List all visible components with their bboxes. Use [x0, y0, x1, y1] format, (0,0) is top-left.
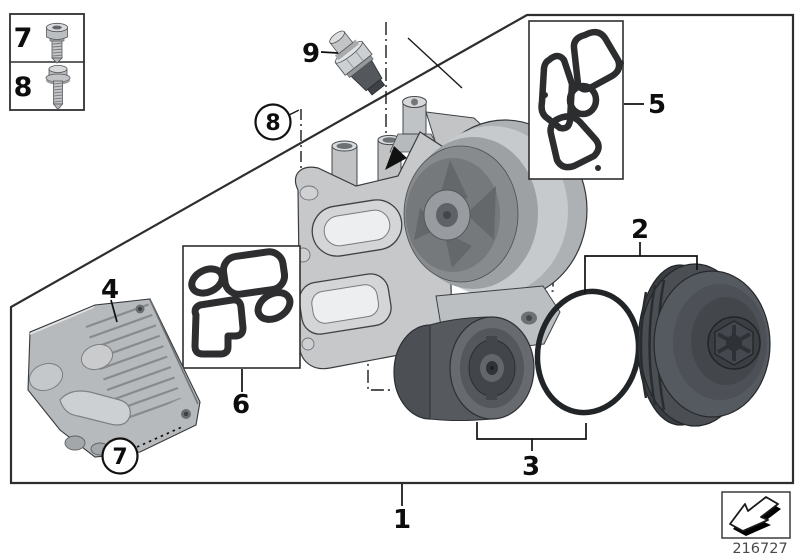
leader-line	[407, 37, 463, 89]
callout-bracket-3	[476, 422, 587, 451]
callout-lines	[110, 51, 698, 506]
callout-6[interactable]: 6	[232, 390, 250, 420]
oil-pressure-sensor	[329, 30, 386, 96]
callout-line-9	[320, 51, 339, 54]
gasket-set-box	[182, 245, 301, 369]
callout-line-4	[110, 299, 118, 323]
callout-circle-8[interactable]: 8	[254, 103, 292, 141]
callout-1[interactable]: 1	[393, 505, 411, 535]
callout-4[interactable]: 4	[101, 275, 119, 305]
cap-hex-socket	[707, 316, 761, 370]
cooler-channel	[59, 390, 131, 426]
assembly-axis-lines	[288, 22, 554, 391]
oil-filter-cap	[637, 263, 771, 427]
callout-dotted-line-7	[136, 426, 183, 448]
callout-5[interactable]: 5	[648, 90, 666, 120]
drawing-area-border	[9, 13, 795, 485]
hex-flange-bolt-icon	[45, 65, 71, 111]
profile-gasket	[538, 28, 623, 171]
mount-direction-arrow-icon	[385, 146, 407, 170]
footer: 216727	[721, 491, 791, 557]
callout-2[interactable]: 2	[631, 215, 649, 245]
callout-circle-7[interactable]: 7	[101, 437, 139, 475]
oil-filter-element	[393, 316, 535, 421]
engine-oil-cooler	[27, 298, 201, 458]
callout-3[interactable]: 3	[522, 452, 540, 482]
callout-bracket-2	[584, 242, 698, 293]
bolt8-leader-line	[288, 108, 302, 182]
callout-8[interactable]: 8	[265, 111, 280, 136]
drawing-number: 216727	[732, 541, 787, 557]
housing-port-upper	[311, 199, 403, 257]
gasket-set	[188, 248, 294, 358]
torx-screw-icon	[46, 22, 68, 64]
housing-port-lower	[298, 273, 392, 335]
profile-gasket-box	[528, 20, 624, 180]
callout-7[interactable]: 7	[112, 445, 127, 470]
cap-o-ring	[534, 288, 642, 416]
direction-arrow-icon	[729, 496, 781, 536]
callout-9[interactable]: 9	[302, 39, 320, 69]
legend-label-8[interactable]: 8	[14, 72, 33, 103]
legend-box: 7 8	[9, 13, 85, 111]
legend-label-7[interactable]: 7	[14, 23, 33, 54]
